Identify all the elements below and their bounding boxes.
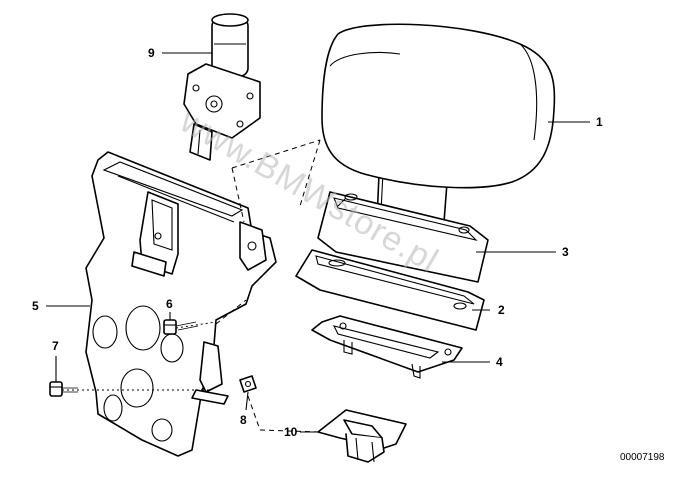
callout-6: 6 [166, 297, 173, 311]
callout-10: 10 [284, 425, 298, 439]
callout-7: 7 [52, 339, 59, 353]
headrest-motor [183, 13, 261, 161]
callout-3: 3 [562, 245, 569, 259]
callout-5: 5 [32, 299, 39, 313]
callout-4: 4 [496, 355, 503, 369]
drawing-number: 00007198 [620, 452, 665, 463]
trim-frame-upper [317, 191, 489, 283]
callout-1: 1 [596, 115, 603, 129]
cover-plate [311, 315, 463, 379]
screw-6 [163, 319, 217, 335]
callout-9: 9 [148, 46, 155, 60]
leader-lines [46, 52, 590, 433]
clip-insert [317, 409, 407, 463]
callouts: 1 2 3 4 5 6 7 8 9 10 [32, 46, 603, 439]
mounting-frame [85, 151, 277, 457]
assembly-lines [215, 139, 321, 433]
nut-8 [239, 375, 257, 393]
guide-frame [295, 249, 485, 331]
callout-2: 2 [498, 303, 505, 317]
callout-8: 8 [240, 413, 247, 427]
